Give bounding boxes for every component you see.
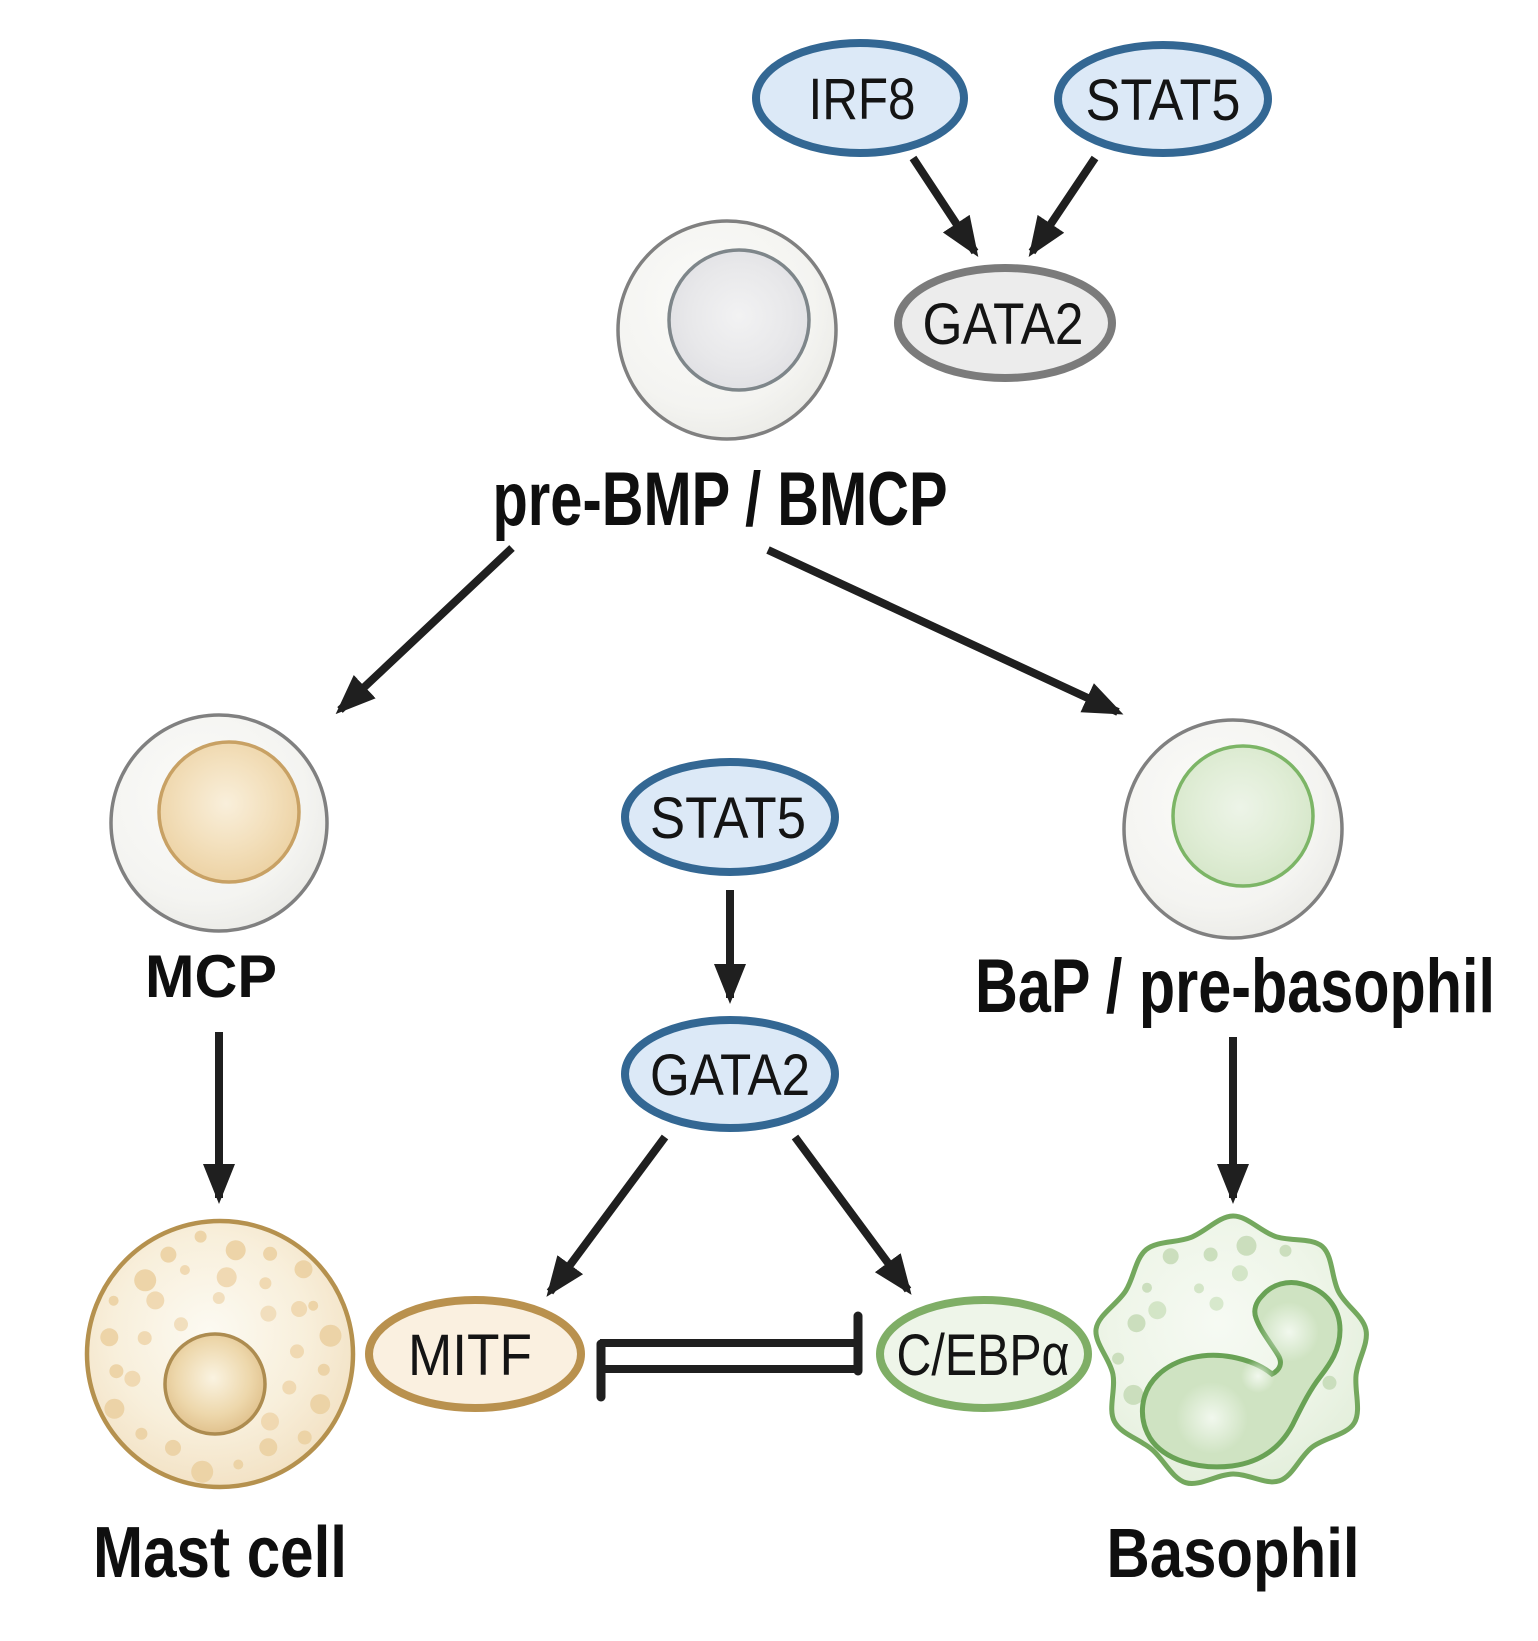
granule-dot xyxy=(1279,1244,1292,1257)
granule-dot xyxy=(1162,1248,1179,1265)
granule-dot xyxy=(310,1394,331,1415)
arrow-prebmp-to-bap xyxy=(766,546,1124,716)
cell-bap xyxy=(1122,718,1344,940)
granule-dot xyxy=(1209,1296,1224,1311)
node-cebpa-label: C/EBPα xyxy=(897,1323,1070,1388)
cell-mcp xyxy=(109,713,329,933)
granule-dot xyxy=(216,1267,237,1288)
inhibition-mitf-to-cebpa xyxy=(600,1311,863,1376)
cell-prebmp xyxy=(616,219,838,441)
granule-dot xyxy=(319,1324,342,1347)
arrow-gata2-to-cebpa xyxy=(791,1134,912,1295)
basophil-nucleus-spot-3 xyxy=(1176,1382,1248,1454)
granule-dot xyxy=(1112,1352,1125,1365)
arrow-irf8-to-gata2 xyxy=(909,155,979,258)
node-stat5-mid: STAT5 xyxy=(621,758,839,876)
cell-mast xyxy=(84,1218,356,1490)
arrow-stat5-to-gata2 xyxy=(1028,155,1099,257)
mast-cell-granules xyxy=(100,1230,342,1483)
label-mast-cell: Mast cell xyxy=(93,1513,347,1593)
bap-cell-nucleus xyxy=(1171,744,1315,888)
granule-dot xyxy=(109,1364,124,1379)
granule-dot xyxy=(261,1412,279,1431)
granule-dot xyxy=(317,1363,330,1376)
prebmp-cell-nucleus xyxy=(667,248,811,392)
granule-dot xyxy=(135,1427,148,1440)
basophil-granules xyxy=(1112,1235,1337,1405)
granule-dot xyxy=(233,1459,244,1470)
node-mitf: MITF xyxy=(365,1296,585,1412)
granule-dot xyxy=(191,1460,214,1483)
granule-dot xyxy=(1236,1235,1257,1256)
granule-dot xyxy=(308,1300,319,1311)
node-stat5-top: STAT5 xyxy=(1054,41,1272,157)
arrow-gata2-to-mitf xyxy=(546,1134,669,1297)
granule-dot xyxy=(108,1295,119,1306)
node-stat5-mid-label: STAT5 xyxy=(650,786,806,851)
granule-dot xyxy=(134,1269,157,1292)
granule-dot xyxy=(294,1260,313,1279)
node-stat5-top-label: STAT5 xyxy=(1086,68,1241,133)
node-gata2-mid-label: GATA2 xyxy=(650,1043,810,1108)
label-prebmp: pre-BMP / BMCP xyxy=(493,457,948,542)
node-stat5-top-shape xyxy=(1054,41,1272,157)
granule-dot xyxy=(194,1230,207,1243)
label-bap: BaP / pre-basophil xyxy=(975,944,1495,1029)
granule-dot xyxy=(124,1370,141,1387)
node-cebpa-shape xyxy=(876,1296,1092,1412)
granule-dot xyxy=(1231,1265,1248,1282)
granule-dot xyxy=(259,1438,278,1457)
node-irf8-shape xyxy=(752,39,968,157)
mcp-cell-nucleus xyxy=(157,740,301,884)
granule-dot xyxy=(263,1246,278,1261)
label-basophil: Basophil xyxy=(1107,1514,1360,1592)
node-gata2-top: GATA2 xyxy=(894,264,1116,382)
granule-dot xyxy=(1148,1301,1167,1320)
granule-dot xyxy=(260,1305,277,1322)
granule-dot xyxy=(1142,1282,1152,1293)
edges-layer xyxy=(203,155,1249,1402)
granule-dot xyxy=(100,1328,119,1347)
granule-dot xyxy=(104,1398,125,1419)
node-cebpa: C/EBPα xyxy=(876,1296,1092,1412)
node-irf8-label: IRF8 xyxy=(809,67,916,132)
arrow-prebmp-to-mcp xyxy=(335,545,515,715)
granule-dot xyxy=(1194,1283,1204,1294)
granule-dot xyxy=(225,1240,246,1261)
basophil-nucleus-spot-1 xyxy=(1259,1302,1319,1362)
granule-dot xyxy=(282,1380,297,1395)
node-gata2-mid-shape xyxy=(621,1016,839,1132)
label-mcp: MCP xyxy=(145,943,277,1010)
granule-dot xyxy=(290,1344,304,1359)
inhibition-cebpa-to-mitf xyxy=(596,1339,856,1402)
granule-dot xyxy=(259,1277,272,1290)
granule-dot xyxy=(160,1246,177,1263)
granule-dot xyxy=(174,1317,188,1332)
node-mitf-label: MITF xyxy=(408,1323,532,1388)
node-gata2-top-shape xyxy=(894,264,1116,382)
node-gata2-mid: GATA2 xyxy=(621,1016,839,1132)
granule-dot xyxy=(137,1331,152,1346)
node-mitf-shape xyxy=(365,1296,585,1412)
node-irf8: IRF8 xyxy=(752,39,968,157)
granule-dot xyxy=(291,1301,308,1317)
granule-dot xyxy=(146,1291,165,1310)
granule-dot xyxy=(165,1439,181,1456)
granule-dot xyxy=(1203,1247,1218,1262)
node-stat5-mid-shape xyxy=(621,758,839,876)
granule-dot xyxy=(212,1292,225,1304)
basophil-nucleus-spot-2 xyxy=(1241,1359,1275,1393)
mast-cell-nucleus xyxy=(163,1332,267,1436)
node-gata2-top-label: GATA2 xyxy=(923,292,1084,357)
granule-dot xyxy=(1127,1314,1146,1333)
granule-dot xyxy=(297,1430,312,1445)
granule-dot xyxy=(1123,1384,1144,1405)
granule-dot xyxy=(179,1265,190,1275)
granule-dot xyxy=(1322,1375,1337,1390)
cell-basophil xyxy=(1093,1213,1369,1487)
